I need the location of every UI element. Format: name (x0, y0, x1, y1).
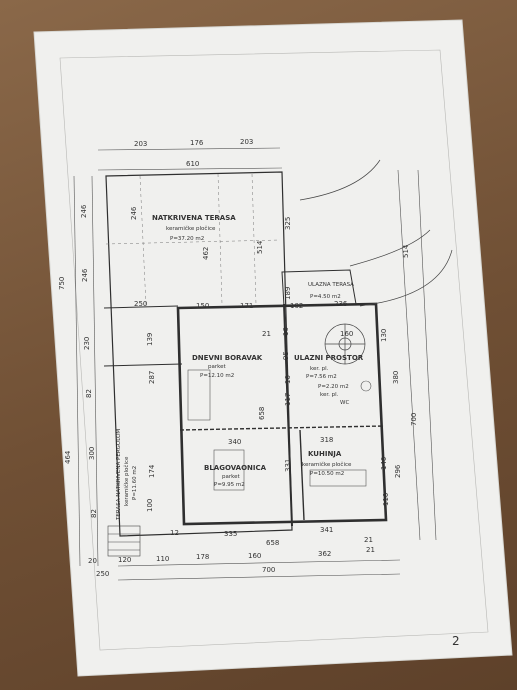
dim-bottom-658: 658 (266, 539, 279, 547)
terrace-grid (105, 173, 281, 307)
paper-sheet (33, 19, 513, 677)
room-pergola-area: P=11.60 m2 (132, 466, 138, 500)
dim-right-140: 140 (380, 457, 388, 470)
sheet-frame (59, 49, 489, 651)
dim-inner-171: 171 (240, 302, 253, 310)
room-terrace-name: NATKRIVENA TERASA (152, 214, 236, 222)
dim-inner-236: 236 (334, 300, 348, 308)
room-living-name: DNEVNI BORAVAK (192, 354, 263, 362)
dim-inner-340: 340 (228, 438, 241, 446)
dim-left-464: 464 (64, 450, 72, 464)
dim-inner-10b: 10 (284, 375, 292, 384)
dim-right-189: 189 (284, 287, 292, 300)
dim-left-230: 230 (83, 337, 91, 350)
dim-inner-287: 287 (148, 371, 156, 384)
dim-inner-174: 174 (148, 464, 156, 478)
dim-bottom-12: 12 (170, 529, 179, 537)
dim-bottom-20: 20 (88, 557, 97, 565)
room-wc-area: P=2.20 m2 (318, 384, 349, 390)
dim-inner-514: 514 (256, 240, 264, 254)
dim-bottom-120: 120 (118, 556, 131, 564)
dim-left-300: 300 (88, 447, 96, 460)
dim-inner-102: 102 (290, 302, 303, 310)
dim-inner-250: 250 (134, 300, 147, 308)
dim-right-296: 296 (394, 464, 402, 478)
furniture (187, 369, 372, 491)
dim-bottom-178: 178 (196, 553, 209, 561)
dim-inner-100: 100 (146, 499, 154, 512)
room-entrance-name: ULAZNI PROSTOR (294, 354, 364, 362)
dim-inner-150: 150 (196, 302, 209, 310)
dim-inner-21: 21 (262, 330, 271, 338)
dim-right-325: 325 (284, 217, 292, 230)
room-pergola-name: TERASA NATKRIVENA PERGOLOM (116, 429, 122, 521)
dim-inner-658: 658 (258, 407, 266, 420)
dim-inner-139: 139 (146, 333, 154, 346)
room-living-area: P=12.10 m2 (200, 373, 234, 379)
room-kitchen-name: KUHINJA (308, 450, 342, 458)
room-terrace-finish: keramičke pločice (166, 225, 216, 232)
dim-bottom-362: 362 (318, 550, 331, 558)
room-terrace-area: P=37.20 m2 (170, 236, 204, 242)
walls (103, 171, 388, 537)
dim-top-2: 176 (190, 139, 204, 147)
dim-inner-160: 160 (340, 330, 353, 338)
room-kitchen-finish: keramičke pločice (302, 461, 352, 468)
page-number: 2 (452, 634, 460, 648)
dim-right-700: 700 (410, 413, 418, 426)
dim-right-514: 514 (402, 244, 410, 258)
dim-bottom-21b: 21 (366, 546, 375, 554)
dim-top-3: 203 (240, 138, 253, 146)
room-kitchen-area: P=10.50 m2 (310, 471, 344, 477)
room-dining-area: P=9.95 m2 (214, 482, 245, 488)
entry-steps (107, 525, 141, 557)
room-dining-name: BLAGOVAONICA (204, 464, 267, 472)
room-living-finish: parket (208, 364, 226, 370)
dim-inner-462: 462 (202, 247, 210, 260)
spiral-stair (324, 323, 366, 365)
dim-top-1: 203 (134, 140, 147, 148)
dim-bottom-110: 110 (156, 555, 169, 563)
dim-inner-318: 318 (320, 436, 333, 444)
dim-left-246a: 246 (80, 204, 88, 218)
dim-bottom-160: 160 (248, 552, 261, 560)
dim-inner-95: 95 (282, 351, 290, 360)
dim-left-82a: 82 (85, 389, 93, 398)
dimension-lines (73, 147, 437, 581)
room-pergola-finish: keramičke pločice (123, 456, 130, 506)
dim-inner-331: 331 (284, 459, 292, 472)
room-entrance-terrace-name: ULAZNA TERASA (308, 282, 354, 288)
room-entrance-terrace-area: P=4.50 m2 (310, 294, 341, 300)
room-wc-label: WC (340, 400, 349, 406)
dim-left-82b: 82 (90, 509, 98, 518)
dim-right-130: 130 (380, 329, 388, 342)
dim-right-110: 110 (382, 493, 390, 506)
dim-left-750: 750 (58, 277, 66, 290)
dim-right-380: 380 (392, 371, 400, 384)
dim-bottom-21: 21 (364, 536, 373, 544)
dim-top-total: 610 (186, 160, 199, 168)
dim-bottom-341: 341 (320, 526, 333, 534)
room-entrance-finish: ker. pl. (310, 366, 329, 372)
room-entrance-area: P=7.56 m2 (306, 374, 337, 380)
dim-bottom-700: 700 (262, 566, 275, 574)
room-dining-finish: parket (222, 474, 240, 480)
dim-inner-10a: 10 (282, 327, 290, 336)
dim-bottom-250: 250 (96, 570, 109, 578)
dim-inner-117: 117 (284, 393, 292, 406)
curved-stair (299, 159, 453, 307)
dim-left-246b: 246 (81, 268, 89, 282)
dim-bottom-335: 335 (224, 530, 237, 538)
dim-inner-246: 246 (130, 206, 138, 220)
room-wc-finish: ker. pl. (320, 392, 339, 398)
